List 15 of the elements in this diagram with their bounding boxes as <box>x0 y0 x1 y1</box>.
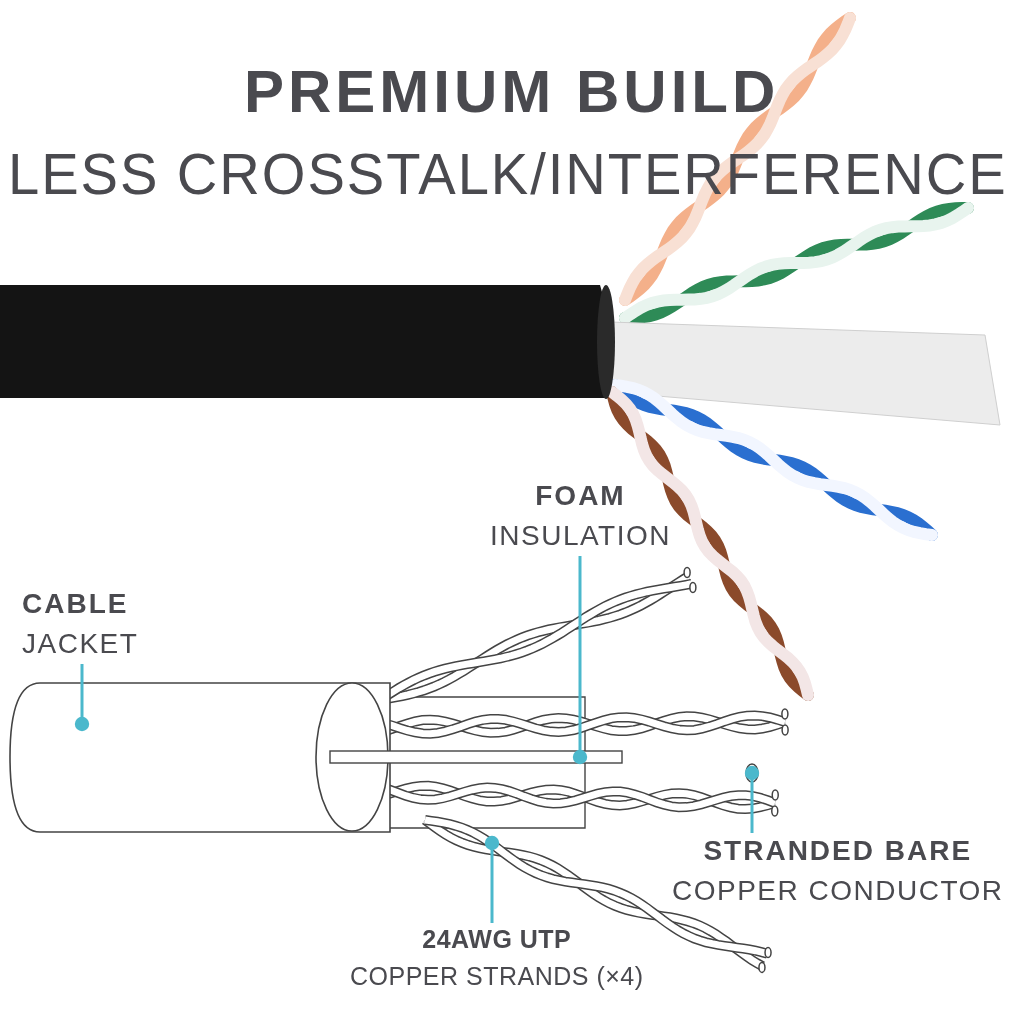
callout-heading: 24AWG UTP <box>421 925 573 954</box>
subtitle: LESS CROSSTALK/INTERFERENCE <box>8 145 1008 203</box>
callout-text: COPPER STRANDS (×4) <box>350 962 644 991</box>
callout-text: COPPER CONDUCTOR <box>672 875 1004 907</box>
callout-heading: CABLE <box>22 588 130 620</box>
leader-line <box>572 556 588 765</box>
callout-heading: FOAM <box>534 480 627 512</box>
title: PREMIUM BUILD <box>244 62 780 122</box>
foam-separator <box>329 750 623 764</box>
leader-line <box>484 835 500 923</box>
leader-line <box>74 664 90 732</box>
cable-jacket-drawing <box>9 682 391 833</box>
callout-text: JACKET <box>22 628 139 660</box>
callout-text: INSULATION <box>490 520 671 552</box>
callout-heading: STRANDED BARE <box>702 835 974 867</box>
